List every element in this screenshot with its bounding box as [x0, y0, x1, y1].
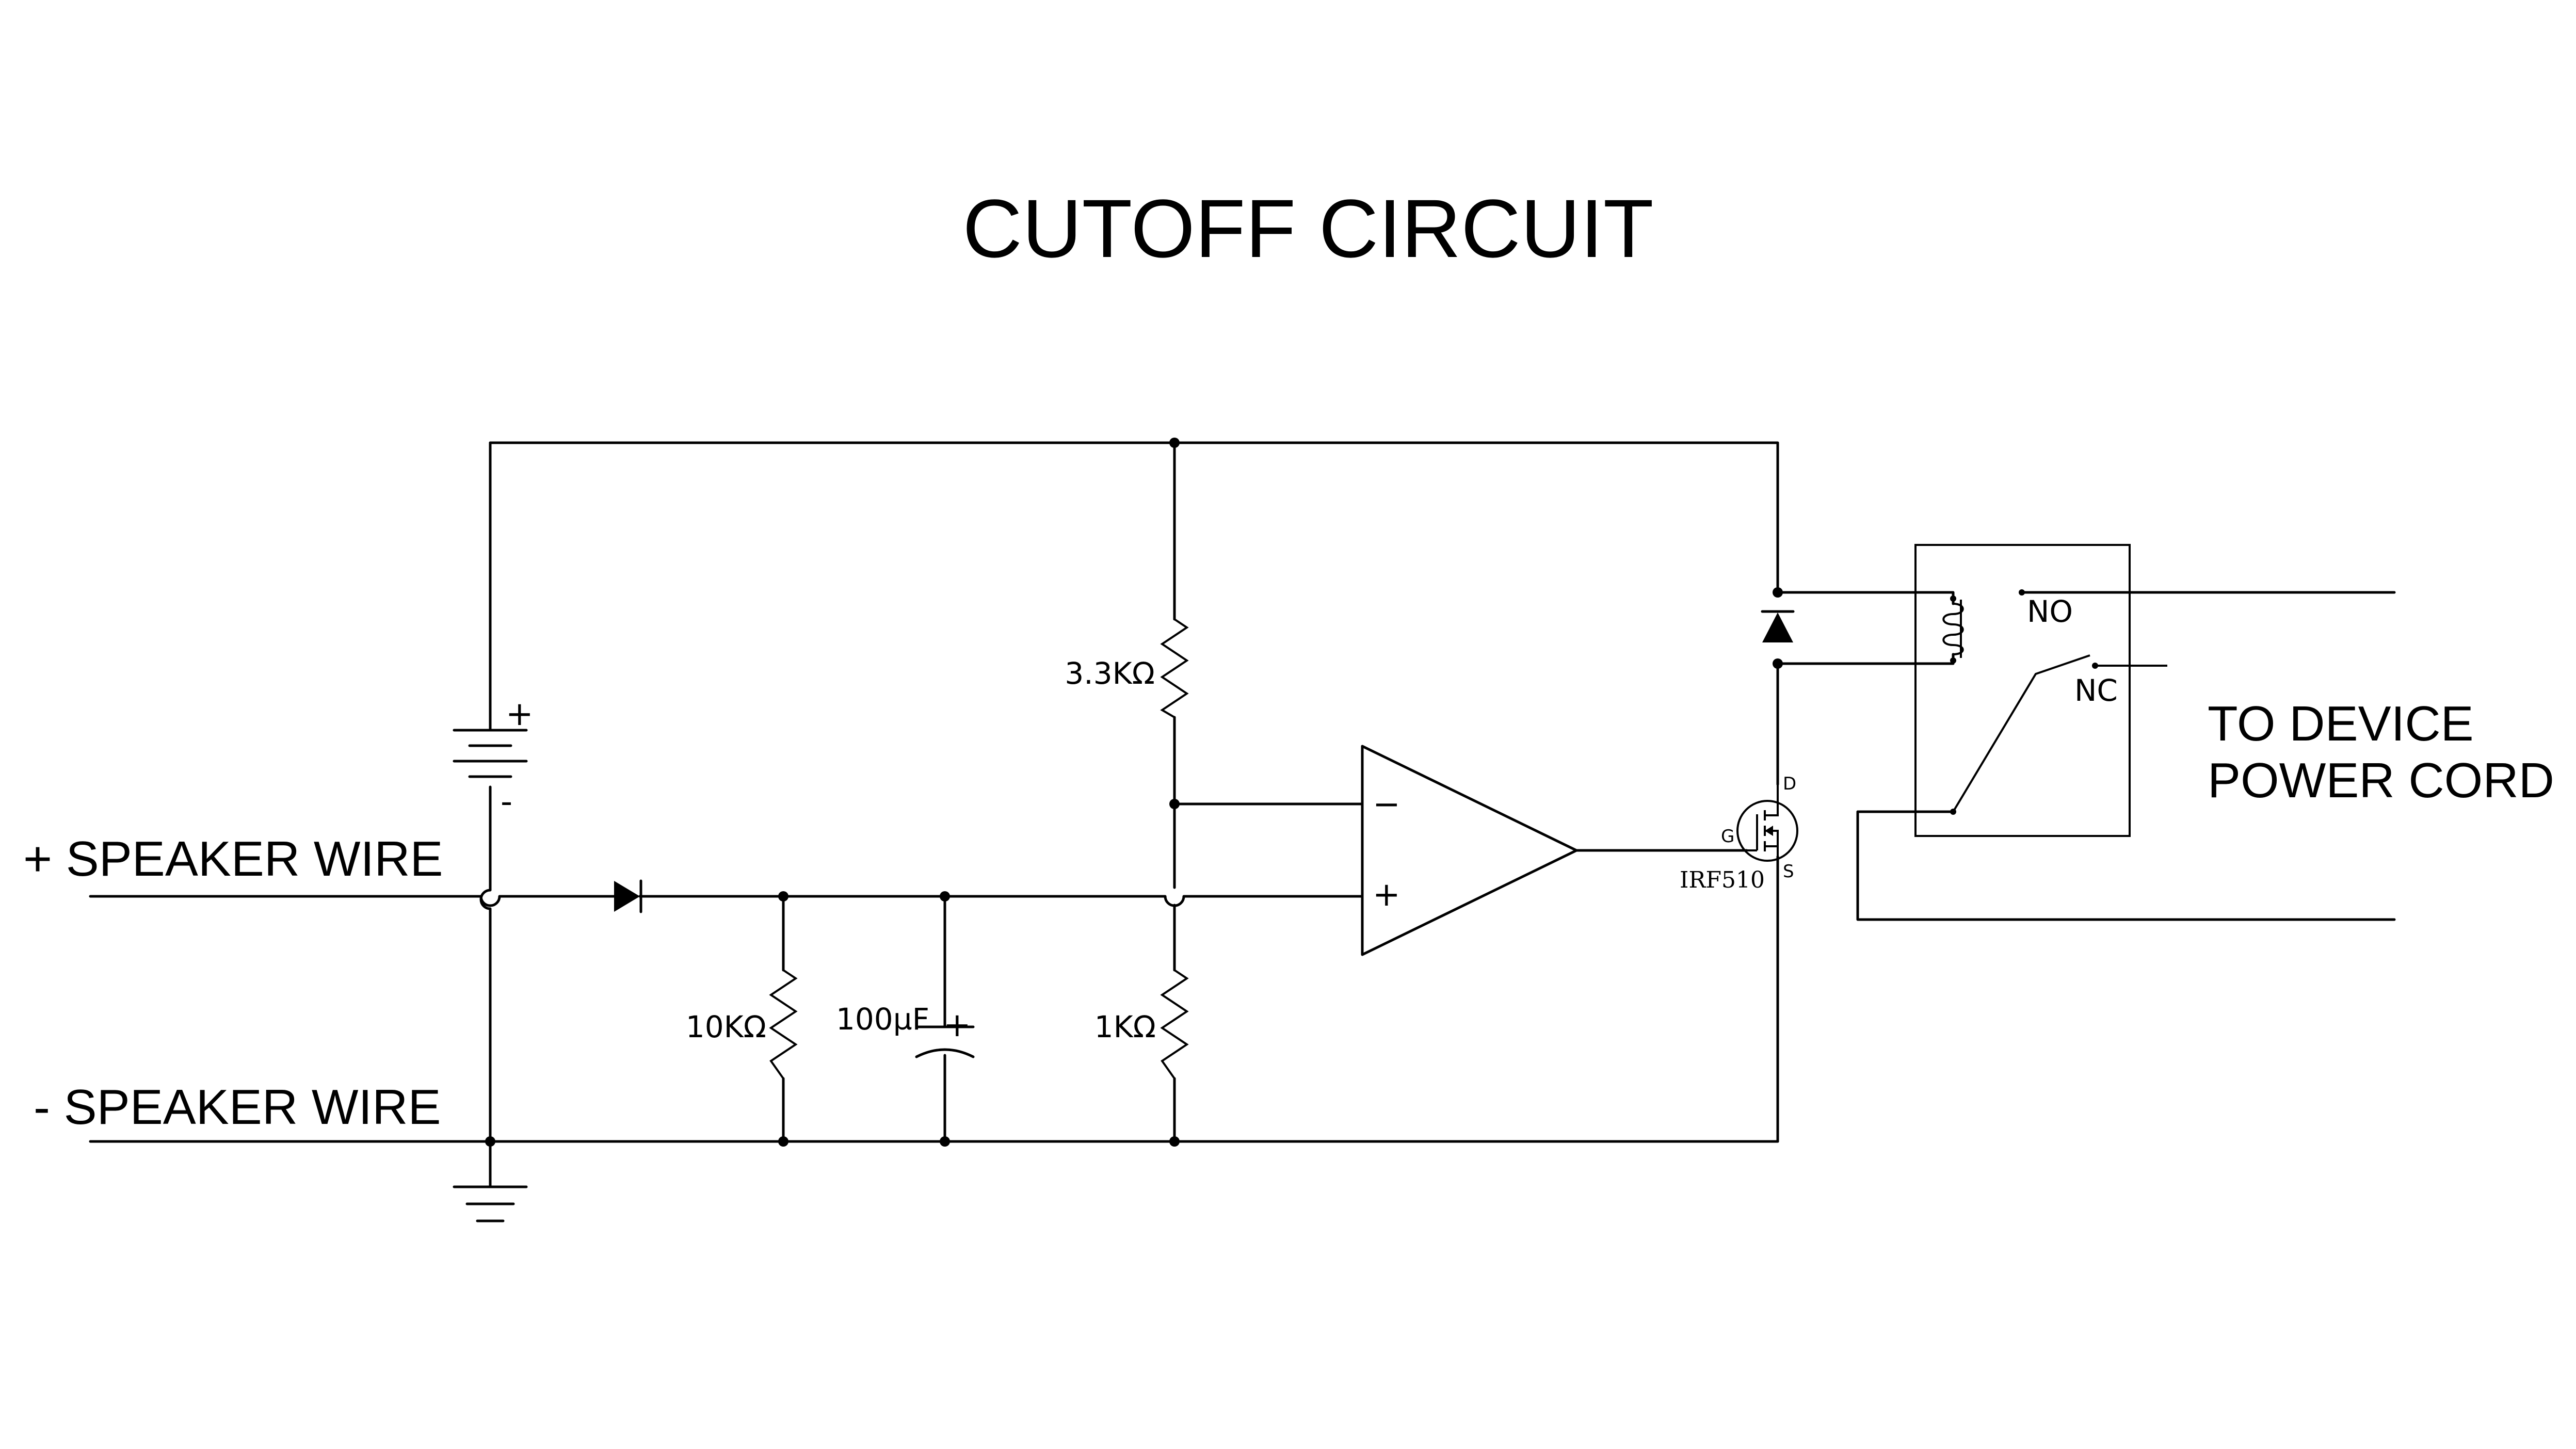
input-diode — [614, 879, 642, 913]
resistor-1k-label: 1KΩ — [1094, 1009, 1156, 1044]
resistor-1k: 1KΩ — [1094, 969, 1189, 1080]
resistor-3-3k-label: 3.3KΩ — [1065, 656, 1155, 691]
resistor-3-3k: 3.3KΩ — [1065, 618, 1189, 718]
op-amp: − + — [1361, 745, 1578, 956]
capacitor-plus-label: + — [943, 1006, 971, 1044]
relay-coil — [1942, 595, 1964, 664]
battery-plus-label: + — [506, 695, 534, 733]
resistor-10k: 10KΩ — [686, 969, 798, 1080]
speaker-plus-label: + SPEAKER WIRE — [23, 831, 443, 887]
op-amp-inverting-label: − — [1373, 785, 1400, 824]
junction-dots — [485, 438, 1783, 1147]
diagram-title: CUTOFF CIRCUIT — [962, 182, 1653, 275]
relay: NO NC — [1856, 544, 2396, 921]
main-wiring — [89, 441, 1955, 1188]
mosfet-irf510: D G S IRF510 — [1680, 774, 1798, 893]
resistor-10k-label: 10KΩ — [686, 1009, 766, 1044]
device-label-line2: POWER CORD — [2208, 753, 2554, 808]
device-label-line1: TO DEVICE — [2208, 696, 2474, 751]
battery-minus-label: - — [501, 783, 512, 821]
relay-nc-label: NC — [2074, 673, 2118, 708]
capacitor-100uf: 100µF + — [836, 1002, 975, 1058]
battery-symbol: + - — [453, 695, 534, 821]
mosfet-name-label: IRF510 — [1680, 867, 1765, 893]
relay-no-label: NO — [2027, 594, 2073, 629]
mosfet-source-label: S — [1783, 861, 1794, 882]
op-amp-noninverting-label: + — [1373, 876, 1400, 914]
mosfet-gate-label: G — [1721, 826, 1734, 847]
speaker-minus-label: - SPEAKER WIRE — [34, 1080, 441, 1135]
mosfet-drain-label: D — [1783, 774, 1796, 794]
ground-symbol — [453, 1185, 528, 1222]
flyback-diode — [1761, 610, 1795, 642]
capacitor-value-label: 100µF — [836, 1002, 929, 1037]
